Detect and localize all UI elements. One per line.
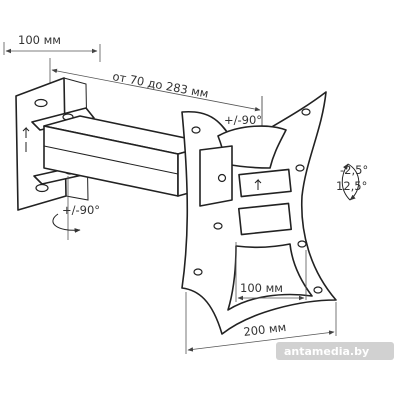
swivel-top-label: +/-90° — [224, 113, 262, 127]
vesa-outer-label: 200 мм — [243, 320, 287, 339]
dimension-vesa-outer: 200 мм — [185, 292, 337, 354]
dimension-vesa-inner: 100 мм — [235, 242, 307, 302]
arm-reach-label: от 70 до 283 мм — [111, 69, 209, 100]
watermark-text: antamedia.by — [284, 345, 369, 358]
watermark: antamedia.by — [276, 342, 394, 360]
tilt-down-label: 12,5° — [336, 179, 367, 193]
vesa-plate — [181, 91, 337, 335]
swivel-bottom-label: +/-90° — [62, 203, 100, 217]
dimension-wall-plate: 100 мм — [3, 33, 101, 62]
tilt-up-label: -2,5° — [340, 163, 368, 177]
wall-plate-width-label: 100 мм — [18, 33, 61, 47]
tilt-indicator: -2,5° 12,5° — [336, 163, 368, 201]
swivel-bottom-indicator: +/-90° — [52, 176, 100, 240]
vesa-inner-label: 100 мм — [240, 281, 283, 295]
